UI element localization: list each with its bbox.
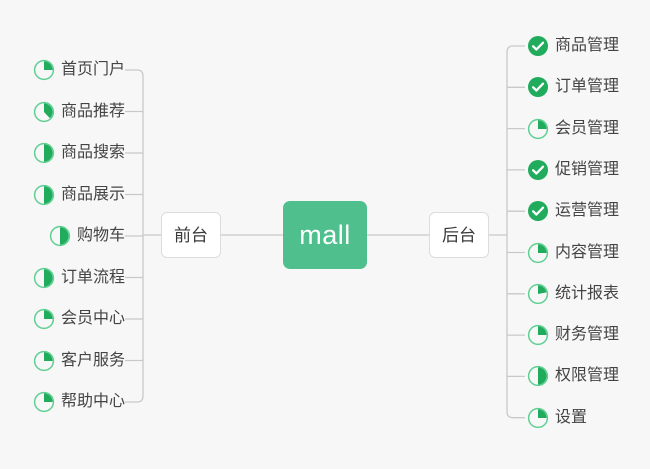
check-circle-icon xyxy=(528,201,548,222)
leaf-label: 运营管理 xyxy=(555,202,620,220)
pie-progress-icon xyxy=(33,184,55,205)
pie-progress-icon xyxy=(527,366,549,387)
leaf-node-left-1[interactable]: 商品推荐 xyxy=(0,97,125,127)
leaf-label: 商品搜索 xyxy=(60,144,125,161)
leaf-node-right-7[interactable]: 财务管理 xyxy=(527,320,650,350)
leaf-node-left-2[interactable]: 商品搜索 xyxy=(0,138,125,168)
leaf-label: 商品展示 xyxy=(60,185,125,203)
pie-progress-icon xyxy=(33,267,55,288)
leaf-label: 设置 xyxy=(555,408,588,426)
pie-progress-icon xyxy=(33,59,55,81)
leaf-label: 商品推荐 xyxy=(60,102,125,120)
pie-progress-icon xyxy=(33,308,55,330)
leaf-label: 会员管理 xyxy=(555,119,620,137)
leaf-node-left-6[interactable]: 会员中心 xyxy=(0,304,125,334)
check-circle-icon xyxy=(528,36,548,56)
leaf-node-right-5[interactable]: 内容管理 xyxy=(527,238,650,268)
leaf-node-right-2[interactable]: 会员管理 xyxy=(527,114,650,144)
leaf-label: 促销管理 xyxy=(555,160,620,178)
leaf-label: 购物车 xyxy=(76,227,125,244)
pie-progress-icon xyxy=(33,101,55,122)
branch-node-frontend[interactable]: 前台 xyxy=(161,212,221,258)
pie-progress-icon xyxy=(527,324,549,346)
leaf-label: 会员中心 xyxy=(60,310,125,327)
leaf-label: 内容管理 xyxy=(555,243,620,261)
leaf-node-right-3[interactable]: 促销管理 xyxy=(527,155,650,185)
pie-progress-icon xyxy=(33,142,55,164)
leaf-label: 首页门户 xyxy=(60,61,125,78)
pie-progress-icon xyxy=(49,225,71,247)
leaf-node-left-7[interactable]: 客户服务 xyxy=(0,346,125,376)
leaf-node-right-8[interactable]: 权限管理 xyxy=(527,361,650,391)
branch-node-backend[interactable]: 后台 xyxy=(429,212,489,258)
leaf-node-left-0[interactable]: 首页门户 xyxy=(0,55,125,85)
leaf-node-left-3[interactable]: 商品展示 xyxy=(0,180,125,210)
leaf-label: 订单管理 xyxy=(555,78,620,96)
root-node-mall[interactable]: mall xyxy=(283,201,367,269)
pie-progress-icon xyxy=(527,118,549,139)
leaf-label: 客户服务 xyxy=(60,351,125,369)
leaf-node-right-0[interactable]: 商品管理 xyxy=(527,31,650,61)
leaf-label: 权限管理 xyxy=(555,367,620,385)
leaf-node-right-4[interactable]: 运营管理 xyxy=(527,196,650,226)
leaf-label: 帮助中心 xyxy=(60,393,125,410)
pie-progress-icon xyxy=(527,407,549,428)
leaf-label: 商品管理 xyxy=(555,37,620,54)
leaf-node-right-6[interactable]: 统计报表 xyxy=(527,279,650,309)
check-circle-icon xyxy=(528,77,548,98)
pie-progress-icon xyxy=(527,283,549,304)
leaf-label: 订单流程 xyxy=(60,268,125,286)
leaf-label: 统计报表 xyxy=(555,284,620,302)
leaf-node-right-1[interactable]: 订单管理 xyxy=(527,72,650,102)
check-circle-icon xyxy=(528,159,548,180)
leaf-node-left-5[interactable]: 订单流程 xyxy=(0,263,125,293)
leaf-node-right-9[interactable]: 设置 xyxy=(527,403,650,433)
leaf-node-left-4[interactable]: 购物车 xyxy=(0,221,125,251)
pie-progress-icon xyxy=(527,242,549,263)
leaf-label: 财务管理 xyxy=(555,326,620,344)
pie-progress-icon xyxy=(33,350,55,371)
leaf-node-left-8[interactable]: 帮助中心 xyxy=(0,387,125,417)
pie-progress-icon xyxy=(33,391,55,413)
